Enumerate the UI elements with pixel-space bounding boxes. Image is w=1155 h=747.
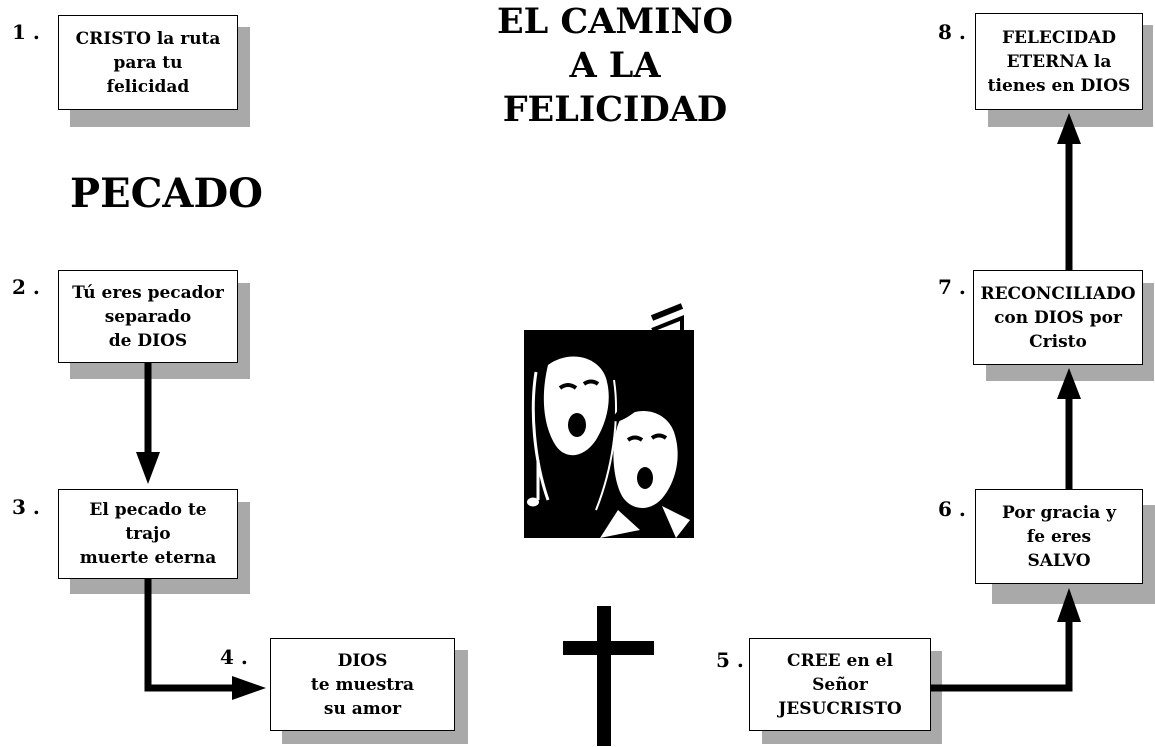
step-2-number: 2 .	[12, 275, 40, 299]
step-5-text: CREE en el Señor JESUCRISTO	[778, 650, 902, 719]
step-5-box: CREE en el Señor JESUCRISTO	[749, 638, 931, 731]
step-6-text: Por gracia y fe eres SALVO	[1001, 502, 1117, 571]
step-6-box: Por gracia y fe eres SALVO	[975, 489, 1143, 584]
section-label-pecado: PECADO	[70, 170, 263, 217]
step-7-box: RECONCILIADO con DIOS por Cristo	[973, 270, 1143, 365]
music-notes-icon	[527, 303, 684, 507]
arrow-step3-to-step4	[144, 579, 266, 700]
step-5-number: 5 .	[716, 648, 744, 672]
step-6-number: 6 .	[938, 497, 966, 521]
arrow-step5-to-step6	[931, 588, 1081, 692]
step-4-number: 4 .	[220, 645, 248, 669]
step-8-number: 8 .	[938, 20, 966, 44]
step-2-box: Tú eres pecador separado de DIOS	[58, 270, 238, 363]
step-4-text: DIOS te muestra su amor	[310, 650, 415, 719]
arrow-step7-to-step8	[1057, 113, 1081, 270]
arrow-step6-to-step7	[1057, 368, 1081, 489]
step-1-text: CRISTO la ruta para tu felicidad	[75, 28, 221, 97]
step-1-number: 1 .	[12, 20, 40, 44]
step-3-box: El pecado te trajo muerte eterna	[58, 489, 238, 579]
step-8-box: FELECIDAD ETERNA la tienes en DIOS	[975, 13, 1143, 110]
arrow-step2-to-step3	[136, 363, 160, 484]
singing-couple-icon	[524, 330, 694, 538]
step-3-text: El pecado te trajo muerte eterna	[79, 500, 217, 568]
step-1-box: CRISTO la ruta para tu felicidad	[58, 15, 238, 110]
step-7-text: RECONCILIADO con DIOS por Cristo	[980, 283, 1136, 352]
step-3-number: 3 .	[12, 495, 40, 519]
step-8-text: FELECIDAD ETERNA la tienes en DIOS	[987, 27, 1131, 96]
step-7-number: 7 .	[938, 275, 966, 299]
diagram-title: EL CAMINO A LA FELICIDAD	[496, 1, 734, 130]
cross-icon	[563, 606, 654, 746]
step-4-box: DIOS te muestra su amor	[270, 638, 455, 731]
step-2-text: Tú eres pecador separado de DIOS	[72, 282, 224, 351]
